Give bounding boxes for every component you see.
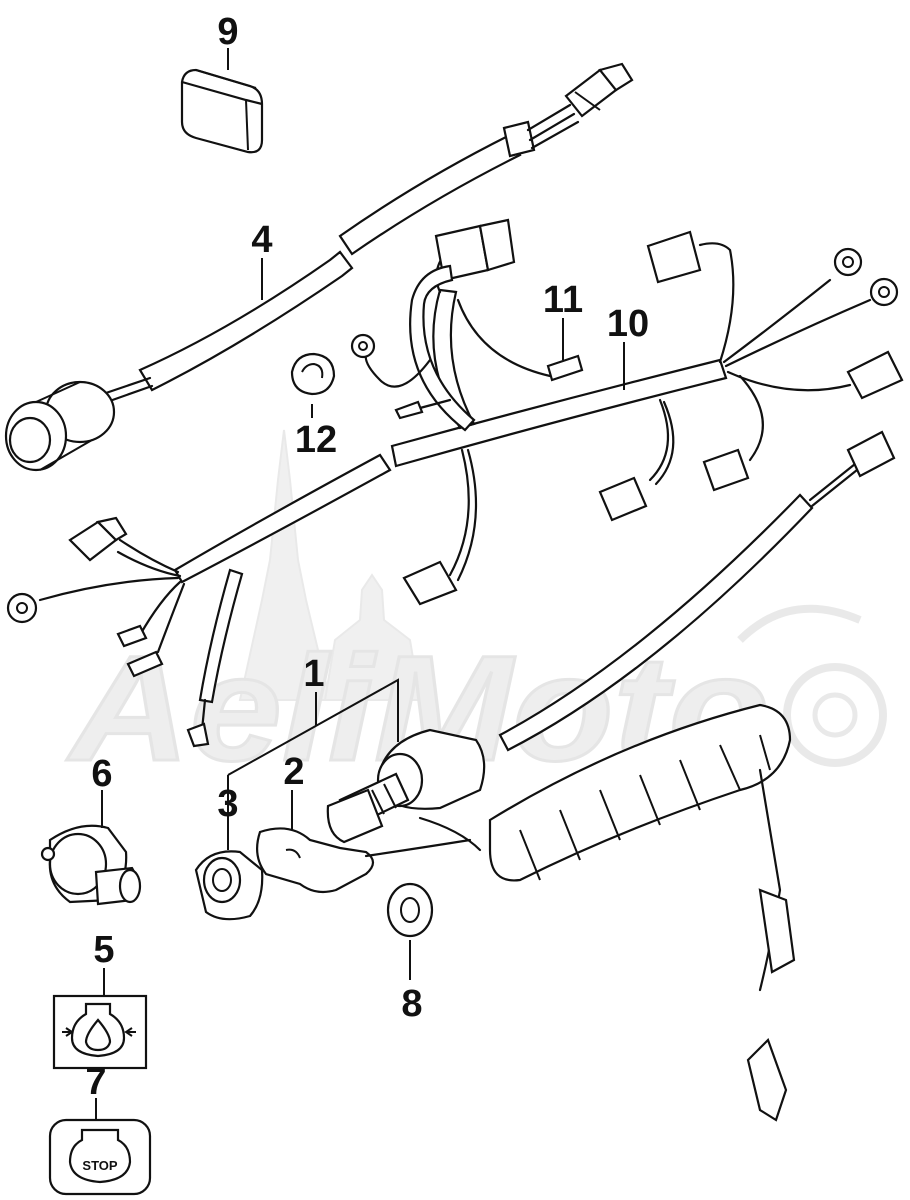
- callout-1: 1: [303, 653, 324, 695]
- part-5-oil-warning-decal: [52, 994, 148, 1070]
- callout-6: 6: [91, 753, 112, 795]
- part-4-sub-harness: [4, 62, 634, 472]
- callout-8: 8: [401, 983, 422, 1025]
- watermark-tower: [238, 429, 332, 701]
- part-6-oil-pressure-switch: [40, 824, 142, 906]
- callout-12: 12: [295, 419, 337, 461]
- part-3-nut: [194, 850, 264, 921]
- watermark-wheel: [783, 663, 887, 767]
- part-12-clamp: [290, 352, 336, 396]
- part-10-main-harness: [6, 218, 904, 748]
- callout-10: 10: [607, 303, 649, 345]
- part-2-lock-plate: [255, 827, 472, 894]
- stop-label: STOP: [82, 1158, 117, 1173]
- callout-labels: 9 4 11 10 12 1 2 3 6 5 7 8: [85, 11, 649, 1103]
- callout-5: 5: [93, 929, 114, 971]
- part-1-stop-switch-assembly: [326, 430, 896, 1122]
- callout-4: 4: [251, 219, 272, 261]
- part-9-rubber-cap: [180, 68, 264, 154]
- callout-9: 9: [217, 11, 238, 53]
- leader-1-bracket: [227, 678, 399, 776]
- callout-7: 7: [85, 1061, 106, 1103]
- callout-3: 3: [217, 783, 238, 825]
- part-8-washer: [386, 882, 434, 938]
- part-7-stop-decal: STOP: [48, 1118, 152, 1196]
- callout-2: 2: [283, 751, 304, 793]
- callout-11: 11: [543, 279, 583, 321]
- leader-lines: [95, 48, 625, 1120]
